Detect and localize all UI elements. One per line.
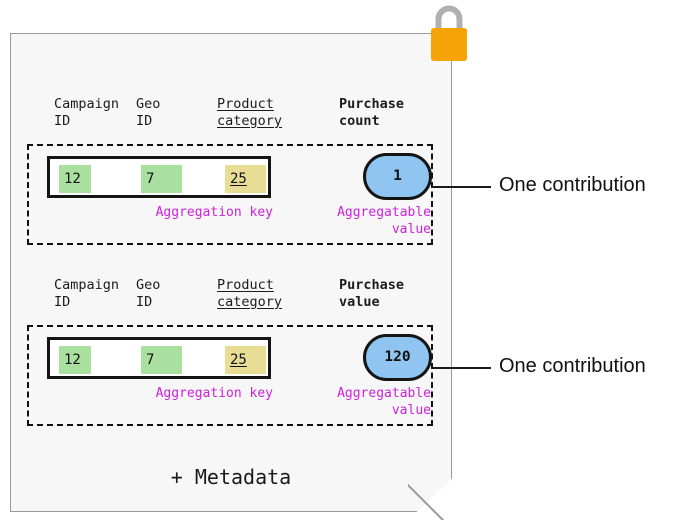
column-headers: Campaign ID Geo ID Product category Purc…	[27, 96, 433, 144]
callout-leader-line	[433, 186, 491, 188]
column-header-product-category: Product category	[217, 277, 283, 310]
column-header-purchase-count: Purchase count	[339, 96, 405, 129]
column-header-geo-id: Geo ID	[136, 96, 161, 129]
caption-aggregation-key: Aggregation key	[155, 386, 273, 401]
contribution-boundary: 12 7 25 1 Aggregation key Aggregatable v…	[27, 144, 433, 245]
aggregation-key-box: 12 7 25	[47, 156, 271, 198]
key-cell-product-category: 25	[225, 346, 266, 374]
aggregatable-value-oval: 120	[363, 334, 432, 381]
key-cell-campaign-id: 12	[59, 346, 91, 374]
contribution-boundary: 12 7 25 120 Aggregation key Aggregatable…	[27, 325, 433, 426]
column-header-purchase-value: Purchase value	[339, 277, 405, 310]
column-header-geo-id: Geo ID	[136, 277, 161, 310]
callout-label: One contribution	[499, 355, 646, 377]
column-header-campaign-id: Campaign ID	[54, 277, 120, 310]
contribution-group: Campaign ID Geo ID Product category Purc…	[27, 277, 433, 426]
aggregatable-report-card	[10, 33, 452, 512]
padlock-icon	[428, 2, 470, 64]
callout-label: One contribution	[499, 174, 646, 196]
key-cell-campaign-id: 12	[59, 165, 91, 193]
caption-aggregatable-value: Aggregatable value	[337, 205, 431, 237]
aggregation-key-box: 12 7 25	[47, 337, 271, 379]
key-cell-geo-id: 7	[141, 165, 182, 193]
column-headers: Campaign ID Geo ID Product category Purc…	[27, 277, 433, 325]
caption-aggregatable-value: Aggregatable value	[337, 386, 431, 418]
column-header-campaign-id: Campaign ID	[54, 96, 120, 129]
aggregatable-value-oval: 1	[363, 153, 432, 200]
metadata-label: + Metadata	[170, 465, 292, 489]
caption-aggregation-key: Aggregation key	[155, 205, 273, 220]
column-header-product-category: Product category	[217, 96, 283, 129]
callout-leader-line	[433, 367, 491, 369]
key-cell-geo-id: 7	[141, 346, 182, 374]
contribution-group: Campaign ID Geo ID Product category Purc…	[27, 96, 433, 245]
key-cell-product-category: 25	[225, 165, 266, 193]
